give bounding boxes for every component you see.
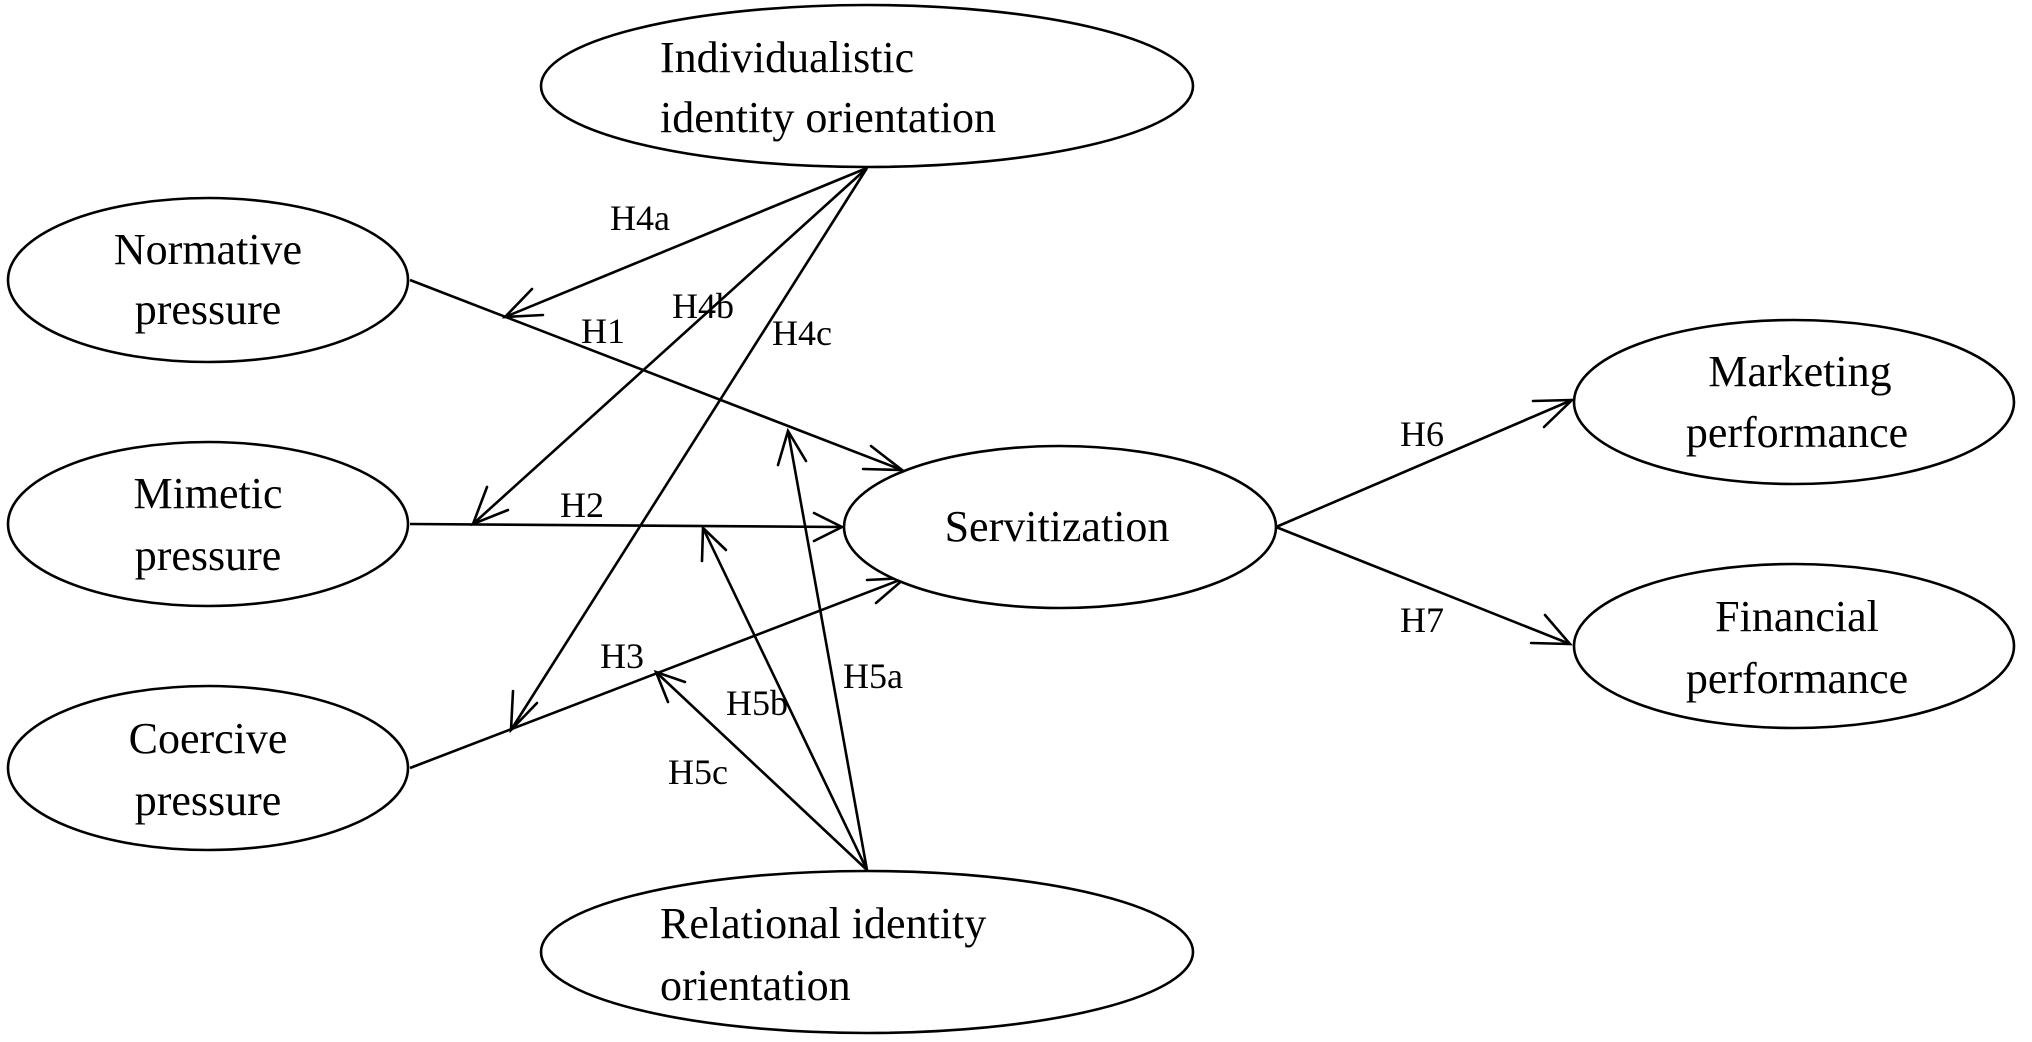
node-label-line-2: pressure (135, 776, 282, 825)
edge-label-h5c: H5c (668, 752, 728, 792)
node-label: Servitization (945, 502, 1170, 551)
node-label-line-1: Mimetic (133, 469, 282, 518)
edge-label-h6: H6 (1400, 414, 1444, 454)
node-normative-pressure: Normative pressure (6, 196, 410, 364)
edge-label-h2: H2 (560, 485, 604, 525)
node-label-line-1: Financial (1715, 592, 1879, 641)
edge-h5c (653, 669, 868, 871)
edge-h6 (1275, 398, 1576, 529)
edge-h4b (470, 167, 868, 527)
node-label-line-2: orientation (660, 961, 851, 1010)
edge-h5a (776, 427, 869, 871)
node-mimetic-pressure: Mimetic pressure (6, 440, 410, 608)
node-label-line-1: Coercive (129, 714, 288, 763)
edge-label-h5a: H5a (843, 656, 903, 696)
edge-label-h4c: H4c (772, 313, 832, 353)
node-label-line-1: Marketing (1708, 347, 1891, 396)
edge-label-h7: H7 (1400, 600, 1444, 640)
node-relational-identity-orientation: Relational identity orientation (539, 869, 1195, 1035)
edge-label-h1: H1 (581, 311, 625, 351)
node-individualistic-identity-orientation: Individualistic identity orientation (539, 3, 1195, 169)
edge-h4a (501, 166, 868, 319)
node-coercive-pressure: Coercive pressure (6, 684, 410, 852)
edge-h5b (700, 525, 869, 871)
node-label-line-2: identity orientation (660, 93, 996, 142)
edge-h4c (509, 167, 869, 734)
edge-label-h4a: H4a (610, 198, 670, 238)
node-label-line-2: performance (1686, 654, 1908, 703)
edge-h1 (409, 278, 906, 472)
edge-label-h5b: H5b (726, 683, 788, 723)
node-label-line-2: pressure (135, 285, 282, 334)
node-label-line-1: Individualistic (660, 33, 914, 82)
node-label-line-2: performance (1686, 408, 1908, 457)
node-label-line-2: pressure (135, 531, 282, 580)
edge-label-h3: H3 (600, 636, 644, 676)
node-marketing-performance: Marketing performance (1572, 318, 2016, 486)
node-financial-performance: Financial performance (1572, 562, 2016, 730)
edge-h7 (1275, 525, 1573, 646)
node-label-line-1: Relational identity (660, 899, 986, 948)
node-servitization: Servitization (842, 444, 1278, 610)
node-label-line-1: Normative (114, 225, 302, 274)
edge-h2 (409, 511, 845, 543)
edge-label-h4b: H4b (672, 286, 734, 326)
